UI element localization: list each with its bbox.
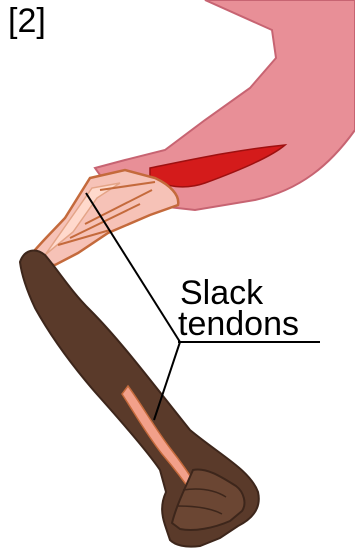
figure-number-label: [2] xyxy=(8,4,46,38)
callout-label-line-2: tendons xyxy=(178,307,299,341)
